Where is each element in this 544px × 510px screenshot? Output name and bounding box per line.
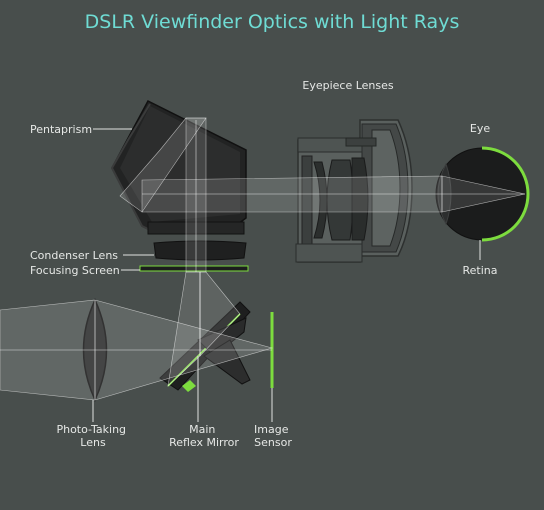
labels: Eyepiece Lenses Pentaprism Eye Condenser…: [30, 79, 498, 449]
eyepiece-assembly: [295, 119, 413, 263]
label-focusing-screen: Focusing Screen: [30, 264, 120, 277]
label-eyepiece-lenses: Eyepiece Lenses: [302, 79, 394, 92]
label-main-reflex-mirror: Main Reflex Mirror: [169, 423, 239, 449]
label-image-sensor: Image Sensor: [254, 423, 292, 449]
focusing-screen: [139, 265, 249, 272]
pentaprism: [110, 100, 247, 235]
light-rays: [0, 117, 526, 401]
label-condenser-lens: Condenser Lens: [30, 249, 118, 262]
label-photo-taking-lens: Photo-Taking Lens: [56, 423, 129, 449]
label-retina: Retina: [463, 264, 498, 277]
main-reflex-mirror: [159, 301, 251, 392]
condenser-lens: [153, 240, 247, 261]
label-pentaprism: Pentaprism: [30, 123, 92, 136]
diagram-title: DSLR Viewfinder Optics with Light Rays: [85, 11, 460, 33]
label-eye: Eye: [470, 122, 490, 135]
